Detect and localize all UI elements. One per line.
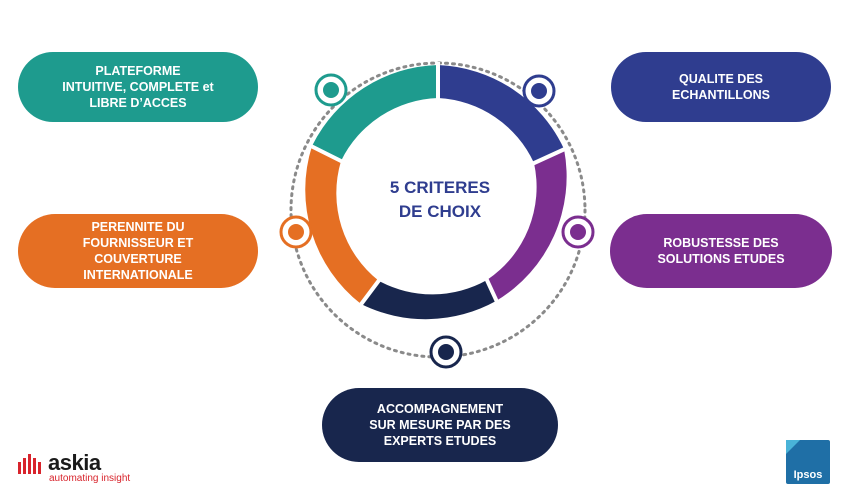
ipsos-fold-icon — [786, 440, 800, 454]
criterion-accompagnement: ACCOMPAGNEMENT SUR MESURE PAR DES EXPERT… — [322, 388, 558, 462]
node-marker-purple — [561, 215, 595, 249]
criterion-label: QUALITE DES ECHANTILLONS — [672, 72, 770, 102]
ring-segment-orange — [305, 146, 379, 304]
askia-logo: askia automating insight — [18, 450, 158, 488]
ring-segment-teal — [312, 65, 438, 161]
criterion-qualite: QUALITE DES ECHANTILLONS — [611, 52, 831, 122]
askia-wordmark: askia — [48, 450, 101, 475]
askia-tagline: automating insight — [49, 473, 131, 484]
ipsos-wordmark: Ipsos — [793, 469, 823, 481]
center-title: 5 CRITERES DE CHOIX — [389, 178, 491, 221]
criterion-label: ACCOMPAGNEMENT SUR MESURE PAR DES EXPERT… — [369, 402, 511, 448]
ring-segment-purple — [487, 149, 567, 301]
ring-segment-navy — [361, 280, 496, 320]
criterion-label: PLATEFORME INTUITIVE, COMPLETE et LIBRE … — [62, 64, 214, 110]
node-marker-orange — [279, 215, 313, 249]
criterion-label: ROBUSTESSE DES SOLUTIONS ETUDES — [657, 236, 785, 266]
node-marker-navy — [429, 335, 463, 369]
criterion-robustesse: ROBUSTESSE DES SOLUTIONS ETUDES — [610, 214, 832, 288]
criterion-label: PERENNITE DU FOURNISSEUR ET COUVERTURE I… — [82, 220, 194, 282]
ring-segment-blue — [438, 65, 564, 163]
node-marker-teal — [314, 73, 348, 107]
node-marker-blue — [522, 74, 556, 108]
criterion-plateforme: PLATEFORME INTUITIVE, COMPLETE et LIBRE … — [18, 52, 258, 122]
askia-bars-icon — [18, 454, 41, 474]
segment-gaps — [308, 62, 568, 309]
criterion-perennite: PERENNITE DU FOURNISSEUR ET COUVERTURE I… — [18, 214, 258, 288]
ipsos-logo: Ipsos — [786, 440, 830, 484]
